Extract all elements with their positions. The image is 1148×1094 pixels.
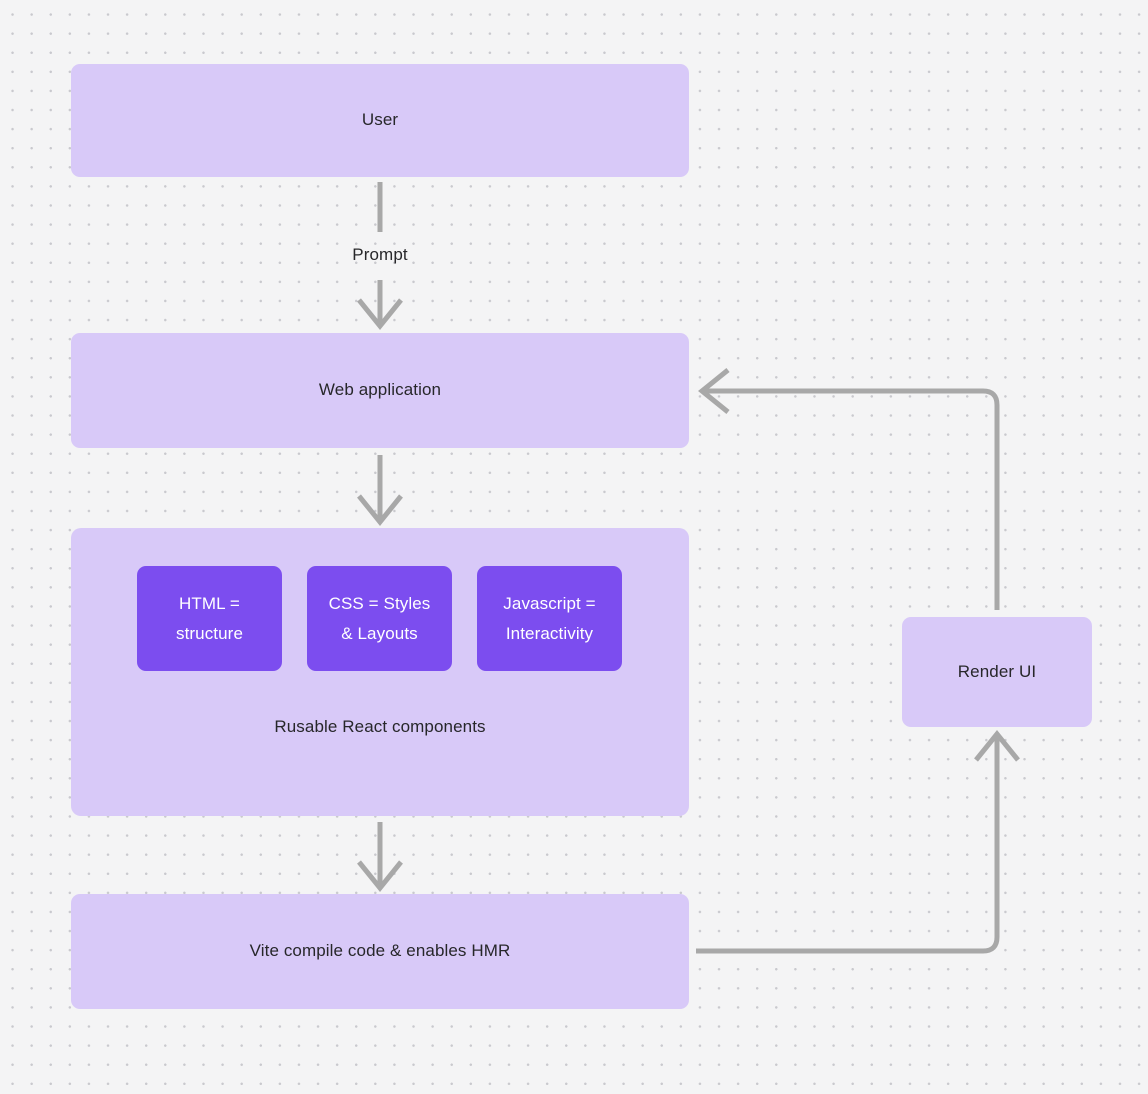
arrowhead-render-to-webapp [698, 368, 730, 414]
subnode-html[interactable]: HTML = structure [137, 566, 282, 671]
node-vite[interactable]: Vite compile code & enables HMR [71, 894, 689, 1009]
edge-vite-to-render [696, 735, 1000, 954]
subnode-css-line2: & Layouts [341, 623, 418, 643]
node-render-ui[interactable]: Render UI [902, 617, 1092, 727]
subnode-javascript-line2: Interactivity [505, 623, 594, 643]
node-web-application[interactable]: Web application [71, 333, 689, 448]
edge-render-to-webapp [703, 388, 1000, 610]
subnode-javascript-line1: Javascript = [503, 594, 596, 614]
react-components-caption-wrap: Rusable React components [71, 716, 689, 739]
react-components-caption: Rusable React components [274, 717, 486, 736]
node-user[interactable]: User [71, 64, 689, 177]
subnode-javascript-label: Javascript = Interactivity [503, 589, 595, 647]
subnode-css[interactable]: CSS = Styles & Layouts [307, 566, 452, 671]
subnode-css-label: CSS = Styles & Layouts [329, 589, 431, 647]
node-web-application-label: Web application [318, 380, 442, 400]
node-vite-label: Vite compile code & enables HMR [249, 941, 511, 961]
subnode-html-line2: structure [175, 623, 244, 643]
arrowhead-prompt-to-webapp [357, 298, 403, 330]
subnode-css-line1: CSS = Styles [328, 594, 431, 614]
node-user-label: User [361, 110, 399, 130]
node-react-components[interactable]: HTML = structure CSS = Styles & Layouts … [71, 528, 689, 816]
arrowhead-vite-to-render [974, 730, 1020, 762]
edge-label-prompt: Prompt [352, 245, 408, 264]
node-render-ui-label: Render UI [957, 661, 1037, 681]
arrowhead-webapp-to-components [357, 494, 403, 526]
arrowhead-components-to-vite [357, 860, 403, 892]
subnode-html-label: HTML = structure [176, 589, 243, 647]
subnode-html-line1: HTML = [179, 594, 240, 614]
subnode-javascript[interactable]: Javascript = Interactivity [477, 566, 622, 671]
